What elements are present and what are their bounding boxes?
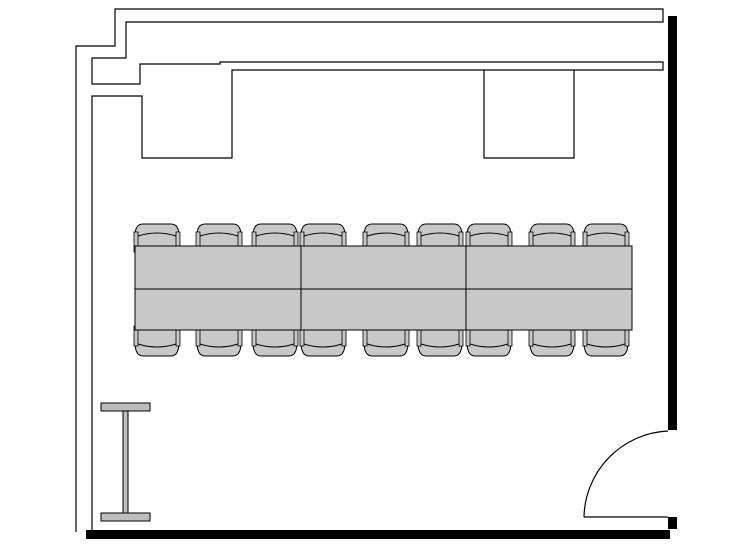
chair-seat: [134, 223, 180, 250]
chair[interactable]: [416, 223, 464, 253]
chair-back: [420, 232, 460, 237]
chair-back: [366, 232, 406, 237]
chair-seat: [417, 223, 463, 250]
chair-back: [137, 232, 177, 237]
chair[interactable]: [528, 223, 576, 253]
chair[interactable]: [251, 223, 299, 253]
table-segment-2: [300, 245, 467, 331]
chair[interactable]: [465, 325, 513, 357]
chair-seat: [466, 326, 512, 357]
chair-seat: [583, 223, 629, 250]
chair-seat: [583, 326, 629, 357]
chair-seat: [252, 326, 298, 357]
chairs-top-row: [133, 223, 630, 253]
chair-seat: [363, 223, 409, 250]
chair-back: [137, 343, 177, 348]
chair-seat: [300, 223, 346, 250]
chair-seat: [466, 223, 512, 250]
chair-back: [199, 232, 239, 237]
chair-seat: [529, 326, 575, 357]
chair-seat: [252, 223, 298, 250]
door[interactable]: [583, 430, 669, 518]
chair-seat: [363, 326, 409, 357]
chair-back: [255, 343, 295, 348]
chair-seat: [196, 223, 242, 250]
door-swing-arc: [583, 430, 669, 518]
chair-seat: [196, 326, 242, 357]
chair-back: [469, 343, 509, 348]
chair[interactable]: [582, 325, 630, 357]
right-wall-lower: [668, 517, 677, 529]
chair-back: [469, 232, 509, 237]
chair-back: [420, 343, 460, 348]
outer-wall-line: [75, 8, 664, 532]
chair-back: [586, 232, 626, 237]
chair-seat: [300, 326, 346, 357]
table-segment-1: [134, 245, 302, 331]
chair[interactable]: [362, 325, 410, 357]
chair-seat: [417, 326, 463, 357]
chair[interactable]: [299, 325, 347, 357]
interior-outline: [75, 8, 664, 532]
whiteboard-top-bar: [100, 402, 151, 412]
chair[interactable]: [582, 223, 630, 253]
exterior-walls: [86, 16, 677, 539]
chairs-bottom-row: [133, 325, 630, 357]
cabinet-outline-right: [483, 70, 575, 159]
chair[interactable]: [195, 325, 243, 357]
chair[interactable]: [465, 223, 513, 253]
chair-back: [532, 343, 572, 348]
chair[interactable]: [416, 325, 464, 357]
bottom-wall: [86, 530, 670, 539]
chair[interactable]: [195, 223, 243, 253]
conference-table[interactable]: [134, 245, 633, 331]
chair[interactable]: [528, 325, 576, 357]
chair-seat: [529, 223, 575, 250]
chair-back: [366, 343, 406, 348]
chair-back: [199, 343, 239, 348]
chair[interactable]: [133, 325, 181, 357]
right-wall: [668, 16, 677, 430]
whiteboard-post: [122, 410, 129, 514]
whiteboard-bottom-bar: [100, 512, 151, 522]
chair-back: [303, 232, 343, 237]
chair[interactable]: [133, 223, 181, 253]
whiteboard-stand: [100, 402, 151, 522]
chair-back: [303, 343, 343, 348]
chair-back: [532, 232, 572, 237]
chair-back: [255, 232, 295, 237]
chair[interactable]: [251, 325, 299, 357]
table-segment-3: [465, 245, 633, 331]
chair-seat: [134, 326, 180, 357]
chair-back: [586, 343, 626, 348]
